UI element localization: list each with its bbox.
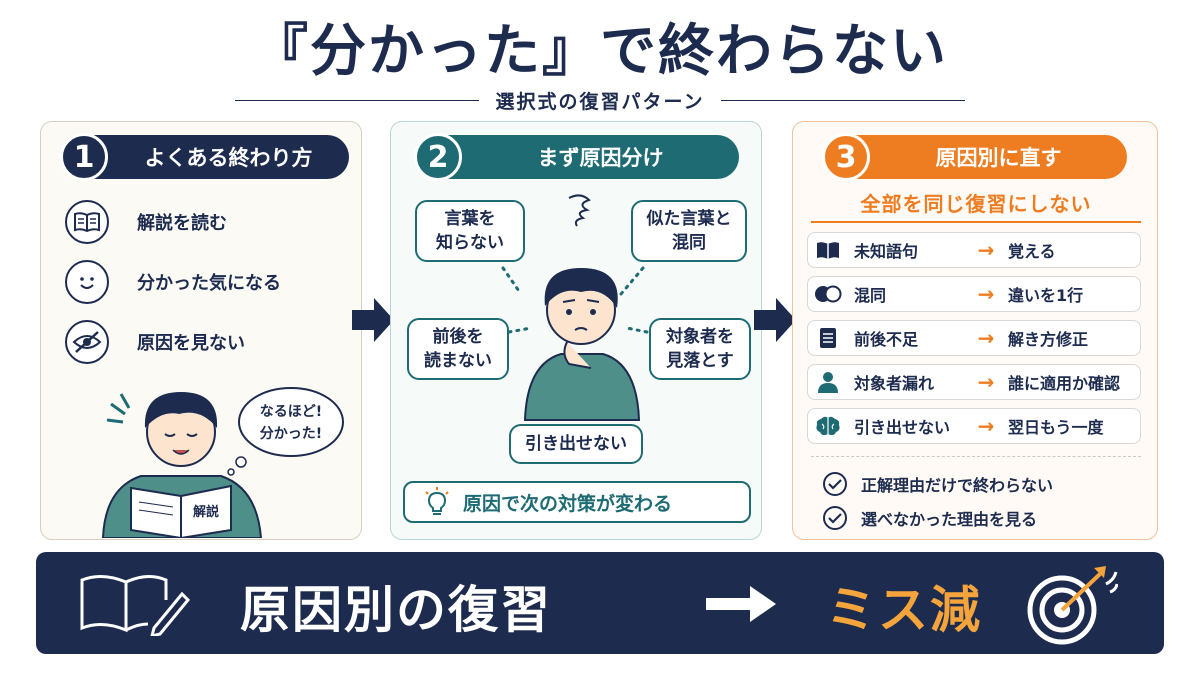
panel2-header: 2 まず原因分け — [414, 133, 739, 181]
brain-icon — [808, 415, 848, 437]
bubble-line: 知らない — [436, 233, 504, 253]
panel3-header: 3 原因別に直す — [822, 133, 1127, 181]
panel2-heading: まず原因分け — [537, 146, 664, 170]
subtitle-line-left — [235, 99, 480, 101]
bubble-line: 見落とす — [666, 351, 734, 371]
panel3-heading: 原因別に直す — [935, 146, 1062, 170]
item-ignore-cause: 原因を見ない — [65, 320, 245, 364]
eye-slash-icon — [65, 320, 109, 364]
cause-bubble-context: 前後を 読まない — [407, 318, 509, 380]
document-icon — [808, 327, 848, 349]
banner-left-text: 原因別の復習 — [240, 581, 552, 639]
arrow-right-icon — [754, 298, 796, 342]
panel1-heading: よくある終わり方 — [144, 146, 313, 170]
bubble-line: 読まない — [424, 351, 492, 371]
arrow-icon: → — [977, 326, 995, 350]
panel1-header: 1 よくある終わり方 — [60, 133, 349, 181]
item-label: 分かった気になる — [137, 273, 281, 294]
book-icon — [65, 200, 109, 244]
panel-classify-cause: 2 まず原因分け 言葉を 知らない 似た言葉と 混同 前後を 読まない 対象者を… — [390, 121, 762, 540]
fix-row: 対象者漏れ → 誰に適用か確認 — [807, 364, 1141, 400]
fix-row: 混同 → 違いを1行 — [807, 276, 1141, 312]
fix-cause: 引き出せない — [854, 418, 951, 437]
student-reading-illustration: 解説 なるほど! 分かった! — [101, 387, 344, 538]
bubble-line: 対象者を — [666, 327, 734, 347]
arrow-icon: → — [977, 370, 995, 394]
fix-action: 解き方修正 — [1008, 330, 1089, 349]
check-item: 選べなかった理由を見る — [823, 506, 1037, 530]
fix-row: 引き出せない → 翌日もう一度 — [807, 408, 1141, 444]
smile-face-icon — [65, 260, 109, 304]
check-icon — [823, 472, 847, 496]
bubble-line: 引き出せない — [525, 434, 627, 454]
panel3-subheading: 全部を同じ復習にしない — [860, 192, 1092, 216]
check-text: 選べなかった理由を見る — [861, 510, 1038, 529]
fix-cause: 前後不足 — [854, 330, 919, 349]
bubble-line: 言葉を — [444, 209, 496, 229]
person-icon — [808, 371, 848, 393]
fix-action: 誰に適用か確認 — [1008, 374, 1121, 393]
target-icon — [1027, 566, 1118, 645]
tip-text: 原因で次の対策が変わる — [463, 492, 673, 515]
bubble-line: 混同 — [672, 233, 706, 253]
lightbulb-icon — [425, 487, 449, 515]
book-icon — [808, 241, 848, 259]
fix-action: 違いを1行 — [1008, 286, 1084, 305]
subtitle: 選択式の復習パターン — [495, 90, 705, 113]
fix-action: 覚える — [1008, 242, 1056, 261]
fix-action: 翌日もう一度 — [1008, 418, 1104, 437]
thinking-student-illustration — [501, 194, 649, 421]
check-icon — [823, 506, 847, 530]
banner-right-text: ミス減 — [826, 581, 982, 639]
cause-bubble-target: 対象者を 見落とす — [649, 318, 751, 380]
arrow-right-icon — [706, 586, 776, 622]
panel-common-ending: 1 よくある終わり方 解説を読む 分かった気になる 原因を見ない 解説 — [40, 121, 362, 540]
cause-bubble-confusion: 似た言葉と 混同 — [631, 200, 747, 262]
check-item: 正解理由だけで終わらない — [823, 472, 1053, 496]
book-label: 解説 — [192, 504, 219, 520]
item-label: 解説を読む — [137, 213, 227, 234]
overlap-circles-icon — [808, 285, 848, 303]
arrow-right-icon — [352, 298, 394, 342]
speech-line-2: 分かった! — [260, 426, 322, 442]
subtitle-row: 選択式の復習パターン — [235, 86, 965, 114]
tip-box: 原因で次の対策が変わる — [403, 481, 751, 523]
fix-cause: 未知語句 — [854, 242, 919, 261]
panel-fix-by-cause: 3 原因別に直す 全部を同じ復習にしない 未知語句 → 覚える 混同 → 違いを… — [792, 121, 1158, 540]
item-read-explanation: 解説を読む — [65, 200, 227, 244]
page-title: 『分かった』で終わらない — [252, 19, 948, 84]
fix-cause: 混同 — [854, 286, 887, 305]
bubble-line: 前後を — [432, 327, 484, 347]
summary-banner: 原因別の復習 ミス減 — [36, 552, 1164, 654]
divider — [811, 456, 1141, 457]
step-number-1: 1 — [60, 133, 108, 181]
step-number-3: 3 — [822, 133, 870, 181]
book-pencil-icon — [80, 575, 190, 636]
item-label: 原因を見ない — [137, 333, 245, 354]
step-number-2: 2 — [414, 133, 462, 181]
check-text: 正解理由だけで終わらない — [861, 476, 1054, 495]
item-feel-understood: 分かった気になる — [65, 260, 281, 304]
speech-line-1: なるほど! — [260, 404, 322, 420]
fix-row: 前後不足 → 解き方修正 — [807, 320, 1141, 356]
cause-bubble-unknown-word: 言葉を 知らない — [415, 200, 525, 262]
subtitle-line-right — [720, 99, 965, 101]
arrow-icon: → — [977, 238, 995, 262]
subheading-underline — [811, 221, 1141, 223]
bubble-line: 似た言葉と — [646, 209, 732, 229]
fix-row: 未知語句 → 覚える — [807, 232, 1141, 268]
arrow-icon: → — [977, 282, 995, 306]
fix-cause: 対象者漏れ — [854, 374, 935, 393]
arrow-icon: → — [977, 414, 995, 438]
cause-bubble-recall: 引き出せない — [509, 424, 643, 464]
